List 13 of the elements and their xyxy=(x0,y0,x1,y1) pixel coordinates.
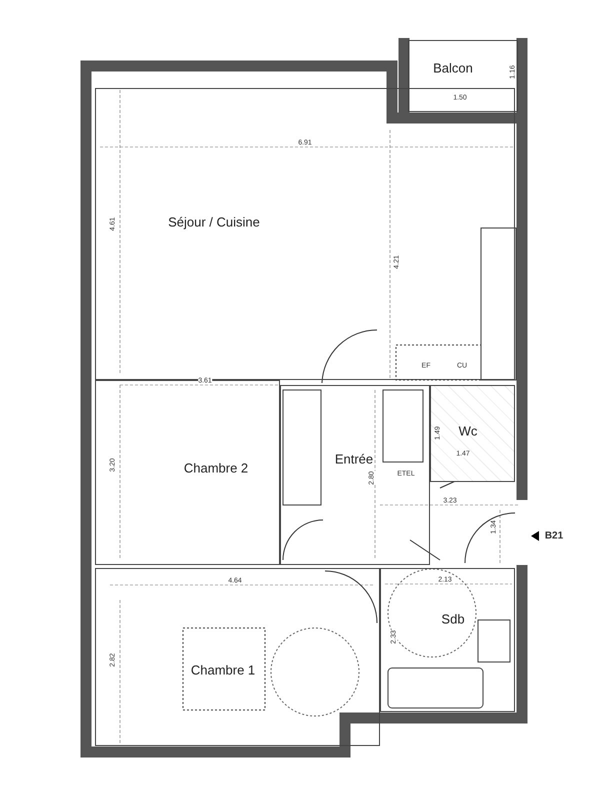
room-outline xyxy=(408,40,518,112)
room-outline xyxy=(380,568,515,712)
room-name: Séjour / Cuisine xyxy=(168,214,260,230)
room-name: Entrée xyxy=(334,452,374,466)
room-outline xyxy=(430,385,515,482)
reference-label: B21 xyxy=(544,530,564,542)
room-name: Chambre 1 xyxy=(190,662,256,678)
room-name: Chambre 2 xyxy=(184,460,248,476)
room-name: Wc xyxy=(458,424,478,438)
room-outline xyxy=(280,385,430,565)
room-name: Sdb xyxy=(441,612,465,626)
room-outline xyxy=(95,568,380,746)
room-name: Balcon xyxy=(433,60,473,76)
